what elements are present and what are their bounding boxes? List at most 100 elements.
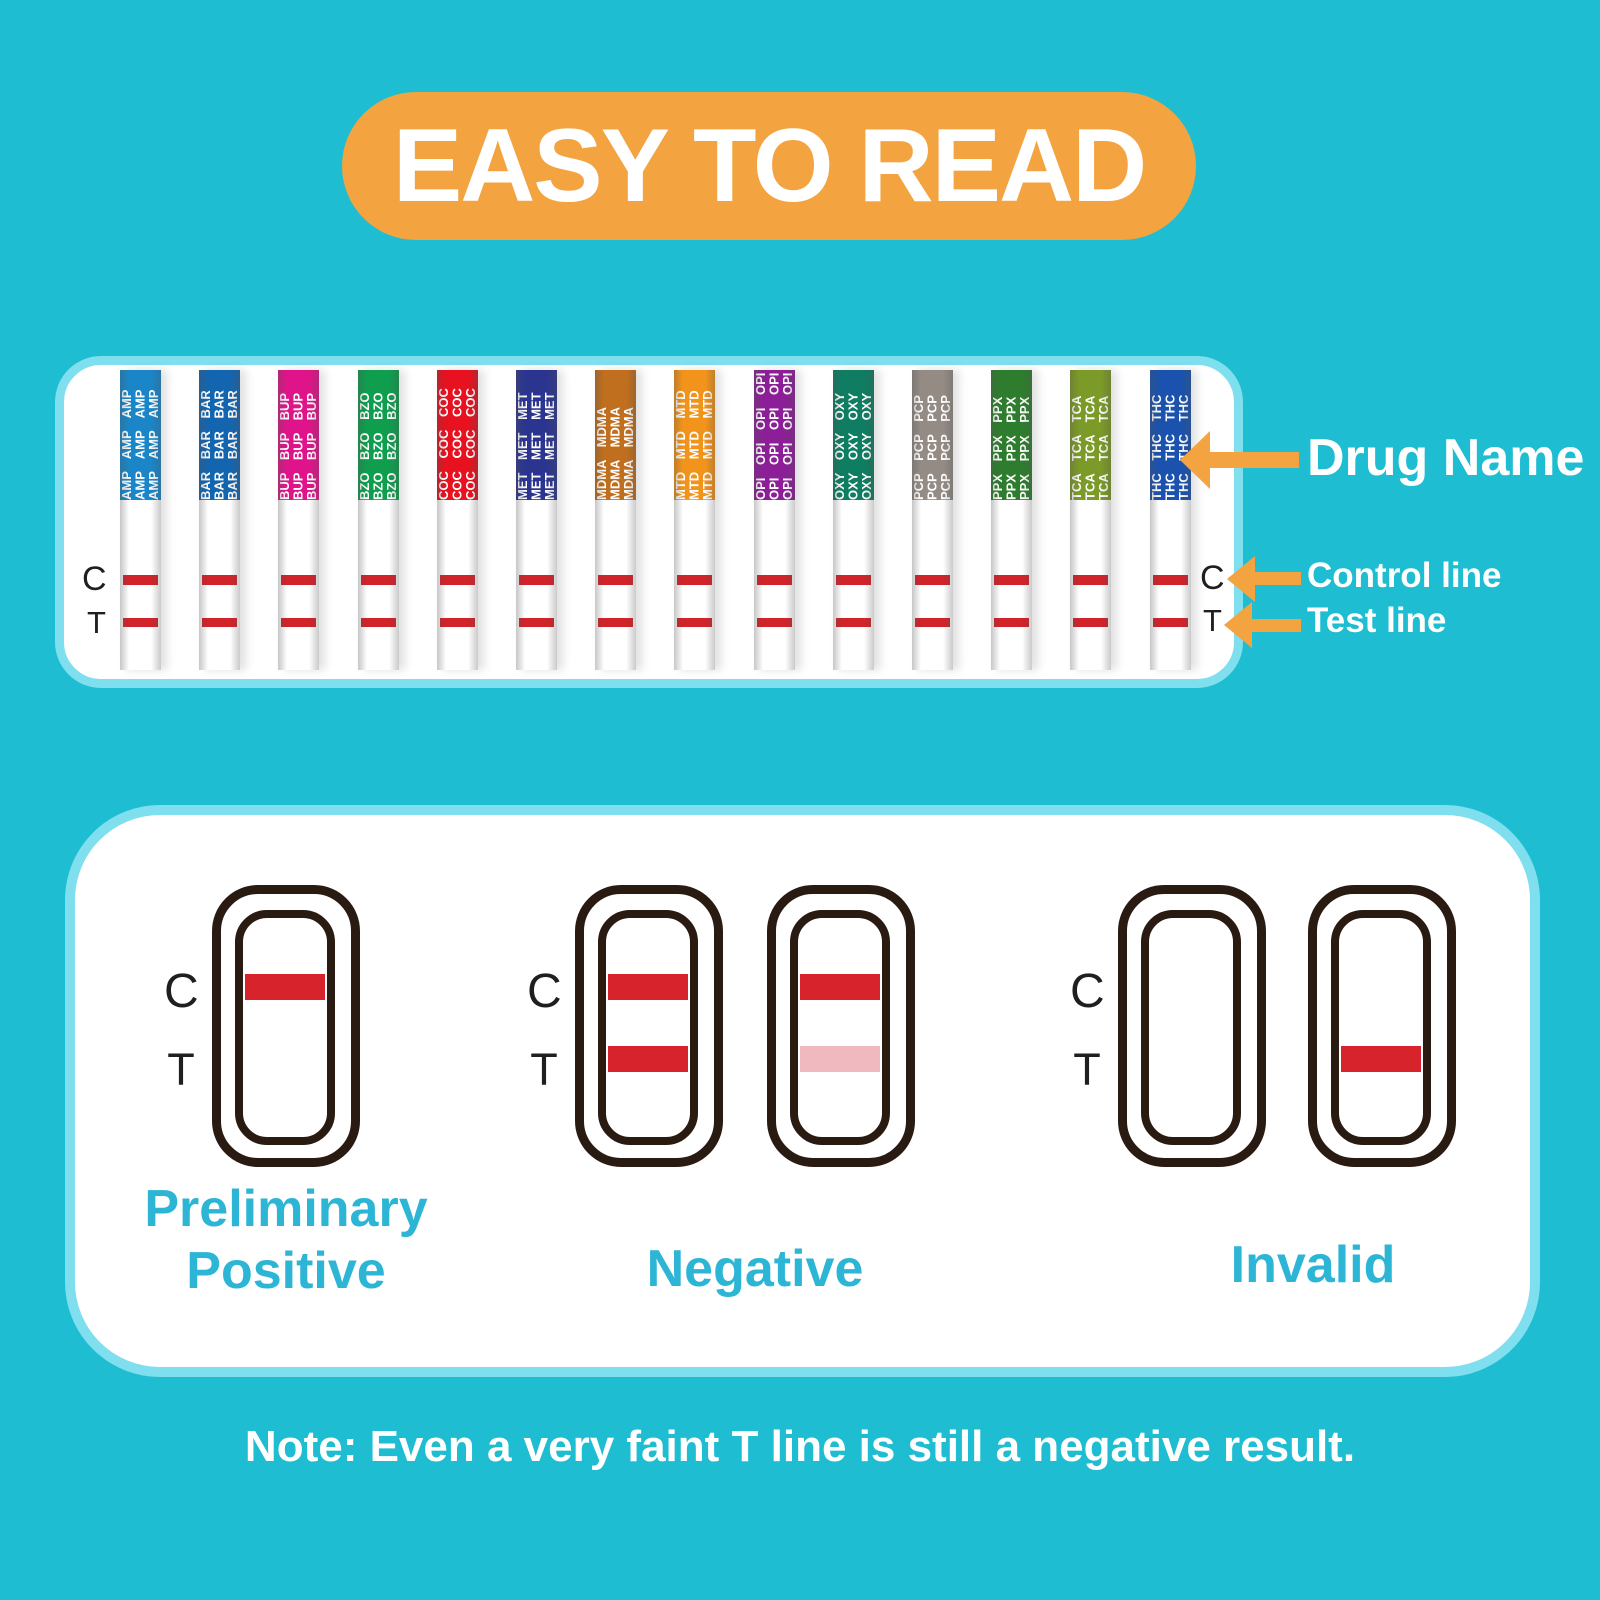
control-line-label-right: C — [1200, 559, 1225, 597]
control-line — [994, 575, 1029, 585]
test-strip-mdma: MDMA MDMA MDMA MDMA MDMA MDMA MDMA MDMA … — [595, 370, 636, 670]
test-strip-bar: BAR BAR BAR BAR BAR BAR BAR BAR BAR BAR … — [199, 370, 240, 670]
note-text: Note: Even a very faint T line is still … — [244, 1422, 1356, 1471]
cassette-t-label: T — [530, 1044, 558, 1095]
cassette-t-label: T — [167, 1044, 195, 1095]
drug-name-band: BAR BAR BAR BAR BAR BAR BAR BAR BAR BAR … — [199, 370, 240, 500]
control-line-band — [800, 974, 880, 1000]
control-line — [440, 575, 475, 585]
test-strip-tca: TCA TCA TCA TCA TCA TCA TCA TCA TCA TCA … — [1070, 370, 1111, 670]
control-line — [836, 575, 871, 585]
drug-name-band: MET MET MET MET MET MET MET MET MET MET … — [516, 370, 557, 500]
drug-name-text: MTD MTD MTD MTD MTD MTD MTD MTD MTD MTD … — [674, 390, 715, 500]
test-line-label-left: T — [87, 605, 106, 640]
drug-name-band: PPX PPX PPX PPX PPX PPX PPX PPX PPX PPX … — [991, 370, 1032, 500]
test-strip-ppx: PPX PPX PPX PPX PPX PPX PPX PPX PPX PPX … — [991, 370, 1032, 670]
page-title: EASY TO READ — [392, 107, 1147, 224]
test-strip-opi: OPI OPI OPI OPI OPI OPI OPI OPI OPI OPI … — [754, 370, 795, 670]
title-banner: EASY TO READ — [342, 92, 1196, 240]
drug-name-text: PCP PCP PCP PCP PCP PCP PCP PCP PCP PCP … — [912, 395, 953, 500]
test-line — [915, 618, 950, 627]
test-line — [757, 618, 792, 627]
drug-name-band: AMP AMP AMP AMP AMP AMP AMP AMP AMP AMP … — [120, 370, 161, 500]
test-line — [598, 618, 633, 627]
test-line-band — [1341, 1046, 1421, 1072]
drug-name-band: MTD MTD MTD MTD MTD MTD MTD MTD MTD MTD … — [674, 370, 715, 500]
control-line — [361, 575, 396, 585]
drug-name-text: OPI OPI OPI OPI OPI OPI OPI OPI OPI OPI … — [754, 372, 795, 500]
control-line — [281, 575, 316, 585]
test-strip-thc: THC THC THC THC THC THC THC THC THC THC … — [1150, 370, 1191, 670]
drug-name-arrow-icon — [1180, 431, 1210, 489]
drug-name-band: BUP BUP BUP BUP BUP BUP BUP BUP BUP BUP … — [278, 370, 319, 500]
drug-name-text: BZO BZO BZO BZO BZO BZO BZO BZO BZO BZO … — [358, 392, 399, 500]
cassette-window — [598, 910, 698, 1145]
test-line-callout: Test line — [1307, 601, 1447, 640]
drug-name-arrow-tail — [1207, 452, 1299, 468]
control-line — [757, 575, 792, 585]
drug-name-text: BUP BUP BUP BUP BUP BUP BUP BUP BUP BUP … — [278, 393, 319, 500]
test-strip-amp: AMP AMP AMP AMP AMP AMP AMP AMP AMP AMP … — [120, 370, 161, 670]
test-line-arrow-tail — [1250, 619, 1301, 632]
drug-name-band: OPI OPI OPI OPI OPI OPI OPI OPI OPI OPI … — [754, 370, 795, 500]
drug-name-text: TCA TCA TCA TCA TCA TCA TCA TCA TCA TCA … — [1070, 396, 1111, 500]
result-cassette-negative-1 — [575, 885, 723, 1167]
test-line — [123, 618, 158, 627]
control-line — [677, 575, 712, 585]
result-cassette-invalid-1 — [1118, 885, 1266, 1167]
strip-panel — [55, 356, 1243, 688]
control-line — [1073, 575, 1108, 585]
control-line-arrow-tail — [1253, 572, 1301, 585]
cassette-t-label: T — [1073, 1044, 1101, 1095]
test-line-band — [608, 1046, 688, 1072]
drug-name-band: OXY OXY OXY OXY OXY OXY OXY OXY OXY OXY … — [833, 370, 874, 500]
test-line — [836, 618, 871, 627]
result-label-invalid: Invalid — [1230, 1236, 1396, 1294]
test-line — [519, 618, 554, 627]
test-strip-mtd: MTD MTD MTD MTD MTD MTD MTD MTD MTD MTD … — [674, 370, 715, 670]
control-line-label-left: C — [82, 560, 107, 598]
test-line — [281, 618, 316, 627]
control-line — [598, 575, 633, 585]
cassette-c-label: C — [527, 965, 562, 1018]
test-line-arrow-icon — [1224, 602, 1252, 648]
drug-name-band: TCA TCA TCA TCA TCA TCA TCA TCA TCA TCA … — [1070, 370, 1111, 500]
test-line — [440, 618, 475, 627]
test-strip-oxy: OXY OXY OXY OXY OXY OXY OXY OXY OXY OXY … — [833, 370, 874, 670]
result-label-negative: Negative — [646, 1240, 864, 1298]
drug-name-text: MET MET MET MET MET MET MET MET MET MET … — [516, 392, 557, 500]
control-line — [915, 575, 950, 585]
test-strip-bup: BUP BUP BUP BUP BUP BUP BUP BUP BUP BUP … — [278, 370, 319, 670]
control-line-band — [608, 974, 688, 1000]
test-line — [361, 618, 396, 627]
control-line-arrow-icon — [1227, 556, 1255, 602]
test-strip-pcp: PCP PCP PCP PCP PCP PCP PCP PCP PCP PCP … — [912, 370, 953, 670]
drug-name-text: MDMA MDMA MDMA MDMA MDMA MDMA MDMA MDMA … — [595, 407, 636, 500]
drug-name-callout: Drug Name — [1307, 429, 1585, 487]
test-line — [1073, 618, 1108, 627]
cassette-window — [235, 910, 335, 1145]
drug-name-text: PPX PPX PPX PPX PPX PPX PPX PPX PPX PPX … — [991, 396, 1032, 500]
control-line-band — [245, 974, 325, 1000]
test-line — [1153, 618, 1188, 627]
cassette-window — [1141, 910, 1241, 1145]
result-cassette-negative-2 — [767, 885, 915, 1167]
cassette-window — [790, 910, 890, 1145]
result-cassette-invalid-2 — [1308, 885, 1456, 1167]
test-line — [677, 618, 712, 627]
test-line-label-right: T — [1203, 603, 1222, 638]
cassette-c-label: C — [164, 965, 199, 1018]
drug-name-text: AMP AMP AMP AMP AMP AMP AMP AMP AMP AMP … — [120, 389, 161, 500]
drug-name-band: COC COC COC COC COC COC COC COC COC COC … — [437, 370, 478, 500]
result-cassette-preliminary-positive — [212, 885, 360, 1167]
test-line — [994, 618, 1029, 627]
test-strip-bzo: BZO BZO BZO BZO BZO BZO BZO BZO BZO BZO … — [358, 370, 399, 670]
drug-name-text: OXY OXY OXY OXY OXY OXY OXY OXY OXY OXY … — [833, 393, 874, 500]
cassette-c-label: C — [1070, 965, 1105, 1018]
control-line — [123, 575, 158, 585]
test-line — [202, 618, 237, 627]
cassette-window — [1331, 910, 1431, 1145]
drug-name-band: MDMA MDMA MDMA MDMA MDMA MDMA MDMA MDMA … — [595, 370, 636, 500]
